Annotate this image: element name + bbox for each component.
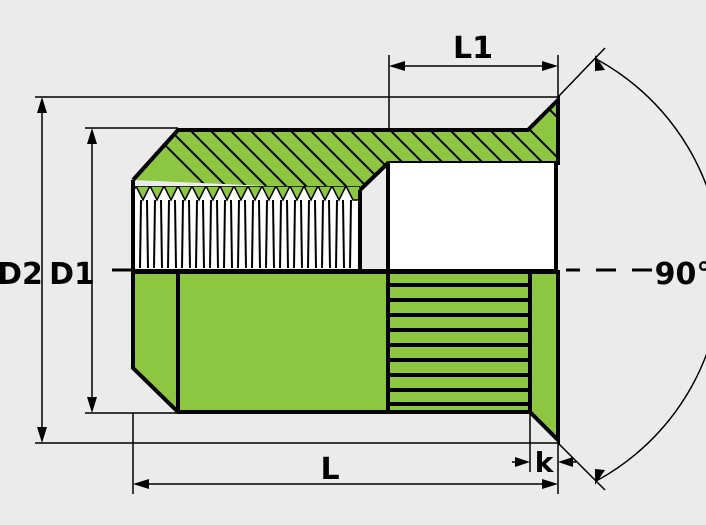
label-angle: 90°	[655, 257, 706, 292]
knurled-section	[386, 270, 532, 414]
extension-lines	[35, 47, 606, 494]
thread-section	[131, 180, 362, 270]
angle-label-bg	[658, 250, 704, 290]
counterbore-section	[386, 163, 558, 270]
label-d1: D1	[49, 257, 95, 292]
dimension-lines	[37, 61, 576, 489]
body-exterior	[131, 270, 390, 414]
centre-axis	[112, 268, 652, 273]
label-d2: D2	[0, 257, 43, 292]
countersunk-head	[528, 270, 560, 445]
label-k: k	[535, 446, 555, 479]
label-l1: L1	[453, 31, 493, 66]
angle-arc	[595, 55, 706, 485]
label-l: L	[320, 452, 339, 487]
